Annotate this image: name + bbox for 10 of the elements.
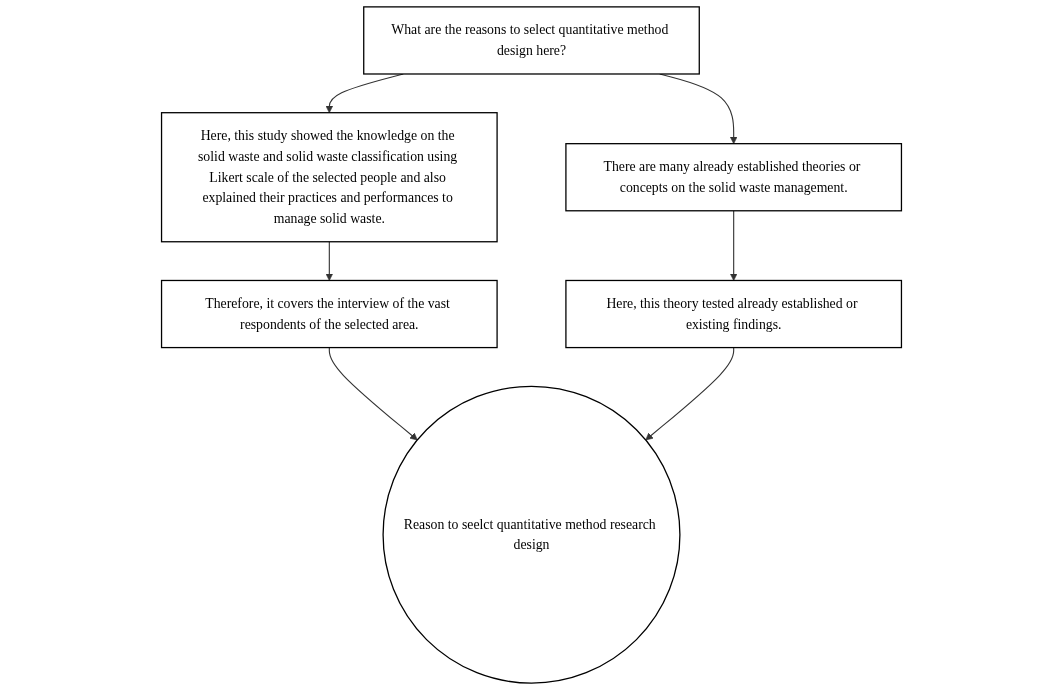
node-circle: Reason to seelct quantitative method research design: [382, 385, 681, 684]
arrow: [325, 241, 334, 281]
node-box: What are the reasons to select quantitative method design here?: [363, 6, 700, 75]
arrow: [729, 210, 738, 281]
node-box: Here, this study showed the knowledge on the solid waste and solid waste classification using Likert scale of the selected people and also explained their practices and performances to manage solid waste.: [160, 112, 498, 243]
node-box: There are many already established theories or concepts on the solid waste management.: [565, 143, 903, 212]
arrow: [645, 347, 735, 441]
node-box: Here, this theory tested already established or existing findings.: [565, 279, 903, 349]
arrow: [328, 347, 418, 441]
node-box: Therefore, it covers the interview of the vast respondents of the selected area.: [160, 279, 498, 349]
